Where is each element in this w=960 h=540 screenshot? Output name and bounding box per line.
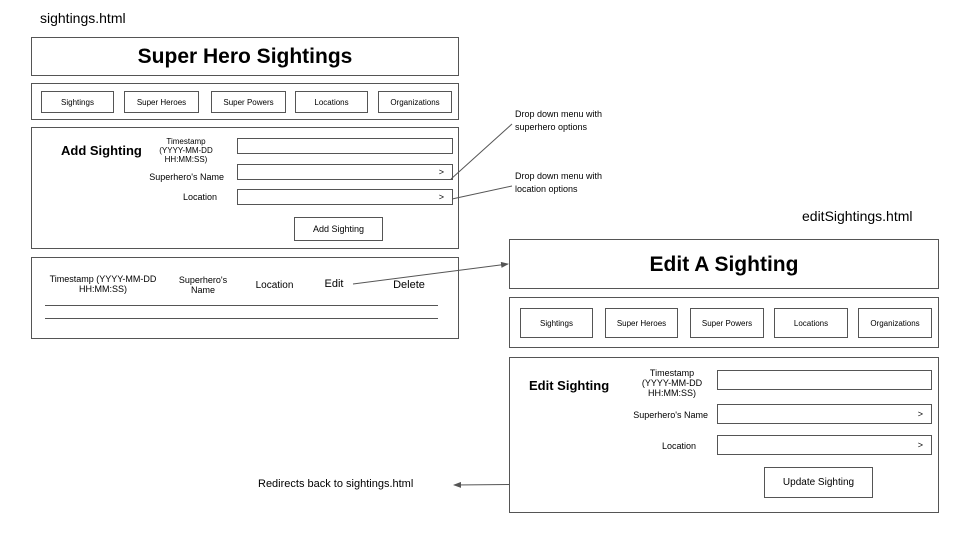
nav-locations[interactable]: Locations [295,91,368,113]
table-header-timestamp: Timestamp (YYYY-MM-DD HH:MM:SS) [49,274,157,295]
table-row-divider [45,305,438,306]
location-label: Location [182,192,217,202]
superhero-dropdown-note: Drop down menu with superhero options [515,109,603,133]
arrow-location-note [451,185,513,200]
nav-super-powers[interactable]: Super Powers [690,308,764,338]
superhero-label: Superhero's Name [149,172,224,182]
nav-super-heroes[interactable]: Super Heroes [124,91,199,113]
nav-organizations[interactable]: Organizations [858,308,932,338]
add-sighting-button[interactable]: Add Sighting [294,217,383,241]
edit-sighting-form: Edit Sighting Timestamp (YYYY-MM-DD HH:M… [509,357,939,513]
timestamp-input[interactable] [717,370,932,390]
update-sighting-button[interactable]: Update Sighting [764,467,873,498]
location-select[interactable]: > [717,435,932,455]
chevron-right-icon: > [438,192,444,202]
table-header-edit[interactable]: Edit [324,278,344,290]
table-header-delete[interactable]: Delete [393,279,425,291]
add-sighting-heading: Add Sighting [61,143,142,158]
timestamp-input[interactable] [237,138,453,154]
sightings-table: Timestamp (YYYY-MM-DD HH:MM:SS) Superher… [31,257,459,339]
redirect-note: Redirects back to sightings.html [258,478,414,490]
edit-header: Edit A Sighting [509,239,939,289]
location-label: Location [661,441,696,451]
add-sighting-form: Add Sighting Timestamp (YYYY-MM-DD HH:MM… [31,127,459,249]
nav-super-heroes[interactable]: Super Heroes [605,308,678,338]
nav-super-powers[interactable]: Super Powers [211,91,286,113]
arrow-superhero-note [450,123,513,180]
nav-sightings[interactable]: Sightings [520,308,593,338]
timestamp-label: Timestamp (YYYY-MM-DD HH:MM:SS) [641,368,703,398]
arrow-edit-to-edit-page [352,261,509,285]
nav-organizations[interactable]: Organizations [378,91,452,113]
edit-sighting-heading: Edit Sighting [529,378,610,393]
superhero-select[interactable]: > [717,404,932,424]
superhero-label: Superhero's Name [633,410,708,420]
sightings-nav-bar: Sightings Super Heroes Super Powers Loca… [31,83,459,120]
superhero-select[interactable]: > [237,164,453,180]
sightings-page-title: Super Hero Sightings [137,45,353,68]
table-header-location: Location [255,280,294,291]
chevron-right-icon: > [917,409,923,419]
edit-filename: editSightings.html [802,208,913,224]
chevron-right-icon: > [438,167,444,177]
table-row-divider [45,318,438,319]
table-header-superhero: Superhero's Name [178,275,228,296]
location-select[interactable]: > [237,189,453,205]
chevron-right-icon: > [917,440,923,450]
edit-page-title: Edit A Sighting [649,253,799,276]
sightings-header: Super Hero Sightings [31,37,459,76]
nav-locations[interactable]: Locations [774,308,848,338]
timestamp-label: Timestamp (YYYY-MM-DD HH:MM:SS) [159,137,213,164]
nav-sightings[interactable]: Sightings [41,91,114,113]
location-dropdown-note: Drop down menu with location options [515,171,603,195]
sightings-filename: sightings.html [40,10,126,26]
edit-nav-bar: Sightings Super Heroes Super Powers Loca… [509,297,939,348]
